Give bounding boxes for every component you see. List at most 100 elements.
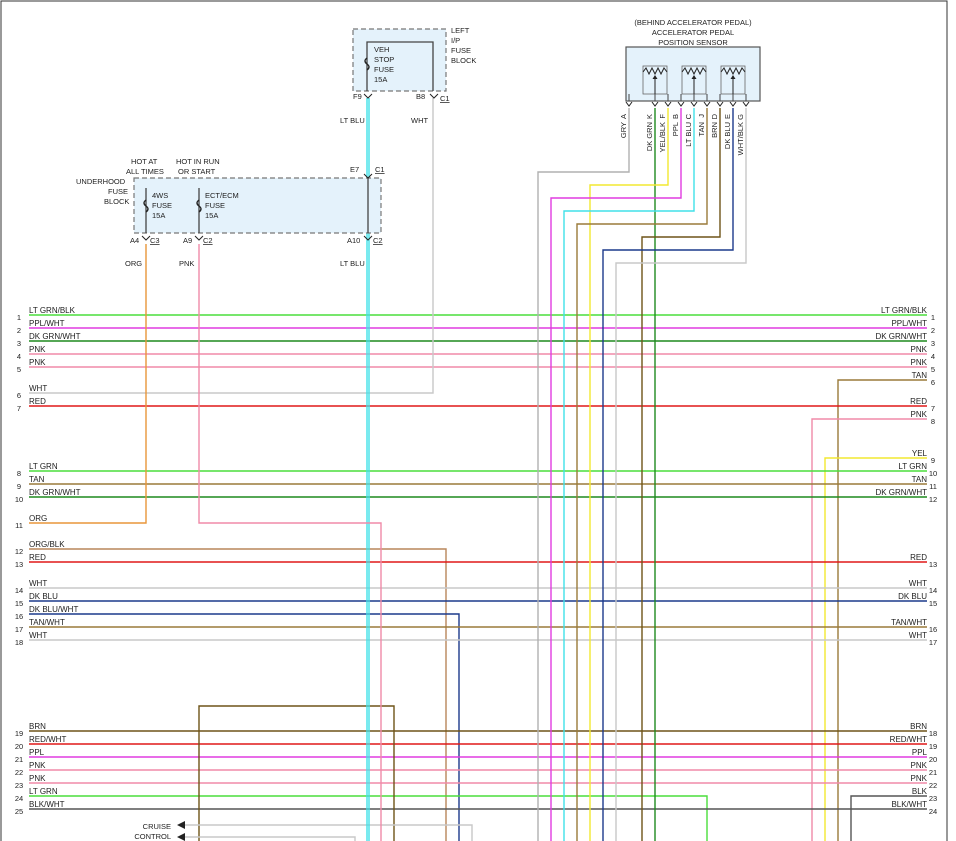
- right-row-number: 17: [929, 638, 937, 647]
- right-row-label: TAN: [912, 371, 928, 380]
- underhood-title-1: FUSE: [108, 187, 128, 196]
- sensor-pin-letter: B: [671, 114, 680, 119]
- accelerator-pedal-sensor: (BEHIND ACCELERATOR PEDAL) ACCELERATOR P…: [619, 18, 761, 155]
- underhood-conn3: C2: [373, 236, 383, 245]
- ip-fuse-inner-wire: [366, 41, 434, 91]
- right-row-label: RED/WHT: [890, 735, 927, 744]
- left-row-number: 19: [15, 729, 23, 738]
- right-row-number: 16: [929, 625, 937, 634]
- left-row-number: 11: [15, 521, 23, 530]
- left-row-number: 13: [15, 560, 23, 569]
- underhood-hot1-0: HOT AT: [131, 157, 158, 166]
- right-row-label: DK GRN/WHT: [875, 488, 927, 497]
- left-row-number: 6: [17, 391, 21, 400]
- cruise-label-0: CRUISE: [143, 822, 171, 831]
- ip-block-title-1: I/P: [451, 36, 460, 45]
- left-row-number: 1: [17, 313, 21, 322]
- sensor-pin-letter: C: [684, 113, 693, 119]
- right-row-number: 13: [929, 560, 937, 569]
- underhood-fuse1-2: 15A: [152, 211, 165, 220]
- underhood-pin3: A10: [347, 236, 360, 245]
- left-row-label: LT GRN: [29, 787, 58, 796]
- right-row-number: 11: [929, 482, 937, 491]
- right-row-label: LT GRN: [898, 462, 927, 471]
- sensor-pin-letter: K: [645, 114, 654, 119]
- right-row-label: WHT: [909, 631, 927, 640]
- right-row-number: 20: [929, 755, 937, 764]
- sensor-wires: [537, 108, 747, 841]
- resistor-zigzag: [720, 66, 746, 76]
- sensor-pin-chevron: [742, 101, 750, 107]
- left-row-number: 10: [15, 495, 23, 504]
- right-row-number: 21: [929, 768, 937, 777]
- right-row-label: PNK: [911, 345, 928, 354]
- left-row-number: 4: [17, 352, 21, 361]
- sensor-pin-letter: J: [697, 114, 706, 118]
- underhood-conn1: C3: [150, 236, 160, 245]
- underhood-pin2: A9: [183, 236, 192, 245]
- left-row-number: 12: [15, 547, 23, 556]
- sensor-pin-letter: D: [710, 113, 719, 119]
- left-row-number: 16: [15, 612, 23, 621]
- underhood-pin2-chevron: [194, 235, 204, 241]
- sensor-wire-label: TAN: [697, 122, 706, 136]
- underhood-conn2: C2: [203, 236, 213, 245]
- ip-wire-out-label: WHT: [411, 116, 428, 125]
- right-row-number: 3: [931, 339, 935, 348]
- cruise-label-1: CONTROL: [134, 832, 171, 841]
- underhood-fuse1-symbol: [143, 199, 149, 213]
- underhood-block-box: [133, 177, 382, 234]
- underhood-fuse2-symbol: [196, 199, 202, 213]
- underhood-pin1-chevron: [141, 235, 151, 241]
- right-row-label: PPL: [912, 748, 928, 757]
- right-row-number: 1: [931, 313, 935, 322]
- left-row-number: 18: [15, 638, 23, 647]
- ip-fuse-block-box: [352, 28, 447, 92]
- left-row-number: 22: [15, 768, 23, 777]
- right-row-number: 7: [931, 404, 935, 413]
- right-row-label: DK BLU: [898, 592, 927, 601]
- right-row-number: 19: [929, 742, 937, 751]
- sensor-title-1: ACCELERATOR PEDAL: [652, 28, 734, 37]
- right-row-label: TAN/WHT: [891, 618, 927, 627]
- underhood-pin1: A4: [130, 236, 139, 245]
- underhood-fuse1-0: 4WS: [152, 191, 168, 200]
- left-row-number: 23: [15, 781, 23, 790]
- sensor-pin-letter: A: [619, 114, 628, 119]
- underhood-pin-top: E7: [350, 165, 359, 174]
- cruise-control: CRUISE CONTROL: [134, 821, 185, 841]
- ip-pin-in-chevron: [363, 93, 373, 99]
- sensor-pin-letter: F: [658, 114, 667, 119]
- underhood-fuse2-1: FUSE: [205, 201, 225, 210]
- left-row-number: 20: [15, 742, 23, 751]
- cruise-arrow-1: [177, 821, 185, 829]
- right-row-label: PNK: [911, 761, 928, 770]
- right-row-number: 6: [931, 378, 935, 387]
- left-row-label: BLK/WHT: [29, 800, 65, 809]
- right-row-number: 8: [931, 417, 935, 426]
- left-row-number: 7: [17, 404, 21, 413]
- sensor-pin-chevron: [677, 101, 685, 107]
- right-row-number: 23: [929, 794, 937, 803]
- wire-cruise-2: [185, 836, 356, 841]
- right-row-number: 2: [931, 326, 935, 335]
- wire-sensor-gry: [537, 108, 630, 841]
- underhood-fuse1-1: FUSE: [152, 201, 172, 210]
- resistor-zigzag: [642, 66, 668, 76]
- sensor-pin-chevron: [625, 101, 633, 107]
- underhood-fuse2-2: 15A: [205, 211, 218, 220]
- left-row-label: PNK: [29, 774, 46, 783]
- sensor-wire-label: LT BLU: [684, 122, 693, 147]
- left-row-number: 24: [15, 794, 23, 803]
- underhood-fuse-block: 4WS FUSE 15A ECT/ECM FUSE 15A UNDERHOOD …: [76, 157, 385, 268]
- wire-brn-loop: [198, 705, 395, 841]
- right-row-label: WHT: [909, 579, 927, 588]
- underhood-fuse2-0: ECT/ECM: [205, 191, 239, 200]
- left-row-label: PNK: [29, 345, 46, 354]
- right-row-label: RED: [910, 397, 927, 406]
- sensor-wire-label: PPL: [671, 122, 680, 136]
- left-row-label: TAN/WHT: [29, 618, 65, 627]
- wire-sensor-dkblu: [602, 108, 734, 841]
- sensor-pin-chevron: [716, 101, 724, 107]
